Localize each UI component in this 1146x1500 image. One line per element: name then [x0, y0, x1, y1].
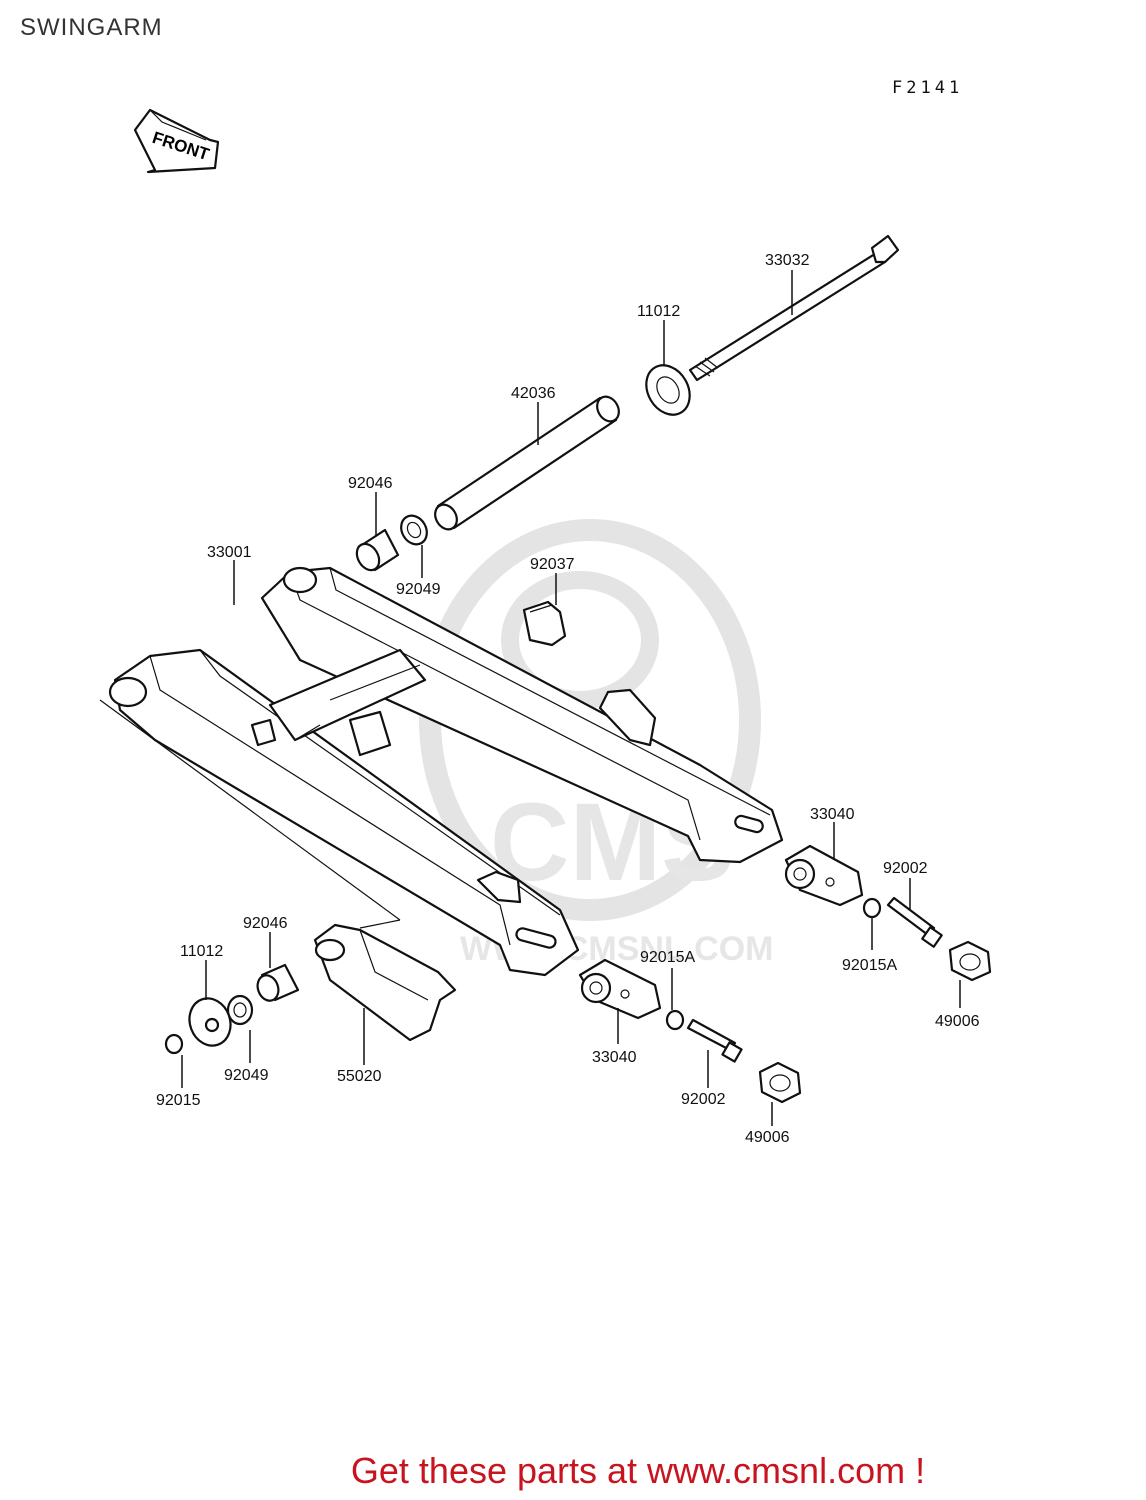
part-label: 42036 — [511, 385, 556, 402]
sleeve-42036 — [434, 395, 620, 531]
chain-adjuster-33040-right — [784, 844, 864, 907]
circlip-92015 — [164, 1033, 184, 1055]
part-label: 49006 — [745, 1129, 790, 1146]
part-label: 92002 — [883, 860, 928, 877]
swingarm-33001 — [108, 566, 784, 977]
washer-92015a-right — [862, 897, 882, 919]
part-label: 11012 — [637, 303, 680, 320]
bolt-92002-left — [686, 1018, 743, 1063]
part-label: 92049 — [396, 581, 441, 598]
figure-code: F2141 — [892, 78, 964, 98]
seal-92049-bottom — [226, 994, 254, 1026]
nut-49006-left — [758, 1061, 802, 1104]
bearing-11012-top — [645, 364, 691, 416]
reference-line — [99, 699, 401, 929]
chain-puller-55020 — [313, 923, 457, 1042]
bearing-11012-bottom — [188, 997, 232, 1047]
part-label: 92046 — [243, 915, 288, 932]
part-label: 11012 — [180, 943, 223, 960]
pivot-bolt-33032 — [688, 234, 900, 382]
part-label: 92015 — [156, 1092, 201, 1109]
part-label: 92046 — [348, 475, 393, 492]
part-label: 92037 — [530, 556, 575, 573]
leader-lines — [181, 270, 961, 1126]
part-label: 92049 — [224, 1067, 269, 1084]
footer-link[interactable]: Get these parts at www.cmsnl.com ! — [350, 1450, 926, 1491]
bolt-92002-right — [886, 896, 943, 948]
page-title: SWINGARM — [20, 14, 163, 41]
chain-guide-clip-92037 — [522, 600, 567, 647]
part-label: 33040 — [810, 806, 855, 823]
part-label: 33001 — [207, 544, 252, 561]
part-label: 92015A — [842, 957, 897, 974]
part-labels: 33032 11012 42036 92046 92049 33001 9203… — [156, 252, 980, 1146]
front-arrow-icon: FRONT — [133, 108, 220, 174]
swingarm-exploded-diagram: CMS WWW.CMSNL.COM FRONT — [99, 108, 992, 1146]
washer-92015a-left — [665, 1009, 685, 1031]
nut-49006-right — [948, 940, 992, 982]
part-label: 33032 — [765, 252, 810, 269]
chain-adjuster-33040-left — [578, 958, 662, 1020]
part-label: 55020 — [337, 1068, 382, 1085]
collar-92046-top — [355, 528, 400, 572]
part-label: 33040 — [592, 1049, 637, 1066]
seal-92049-top — [400, 514, 428, 546]
collar-92046-bottom — [256, 963, 300, 1002]
part-label: 92002 — [681, 1091, 726, 1108]
part-label: 92015A — [640, 949, 695, 966]
part-label: 49006 — [935, 1013, 980, 1030]
